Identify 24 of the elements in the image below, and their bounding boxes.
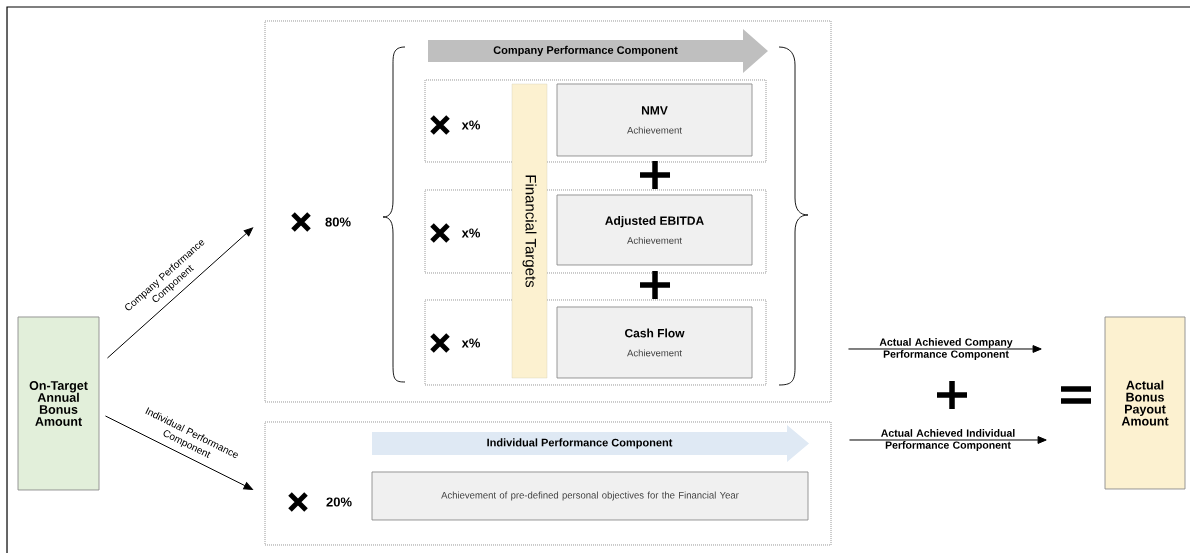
metric-box: Cash Flow Achievement (556, 306, 753, 379)
dotted-box (264, 421, 832, 546)
dotted-box (424, 79, 767, 163)
arrow (847, 345, 1042, 353)
arrow (848, 436, 1047, 444)
bonus-box: On-Target Annual Bonus Amount (17, 316, 100, 491)
heading-banner: Individual Performance Component (372, 425, 809, 462)
edge-label: Actual Achieved Company Performance Component (879, 338, 1013, 360)
percentage-label: x% (461, 338, 481, 348)
percentage-label: 20% (326, 497, 352, 507)
objective-box: Achievement of pre-defined personal objectives for the Financial Year (371, 471, 809, 521)
percentage-label: x% (461, 228, 481, 238)
percentage-label: 80% (325, 217, 351, 227)
metric-box: Adjusted EBITDA Achievement (556, 194, 753, 266)
edge-label: Actual Achieved Individual Performance Component (881, 429, 1015, 451)
payout-box: Actual Bonus Payout Amount (1104, 316, 1186, 490)
arrow (106, 227, 254, 359)
dotted-box (264, 20, 832, 403)
percentage-label: x% (461, 120, 481, 130)
vertical-band: Financial Targets (511, 83, 548, 379)
arrow (104, 415, 253, 490)
metric-box: NMV Achievement (556, 83, 753, 157)
dotted-box (424, 299, 767, 386)
heading-banner: Company Performance Component (428, 29, 768, 73)
